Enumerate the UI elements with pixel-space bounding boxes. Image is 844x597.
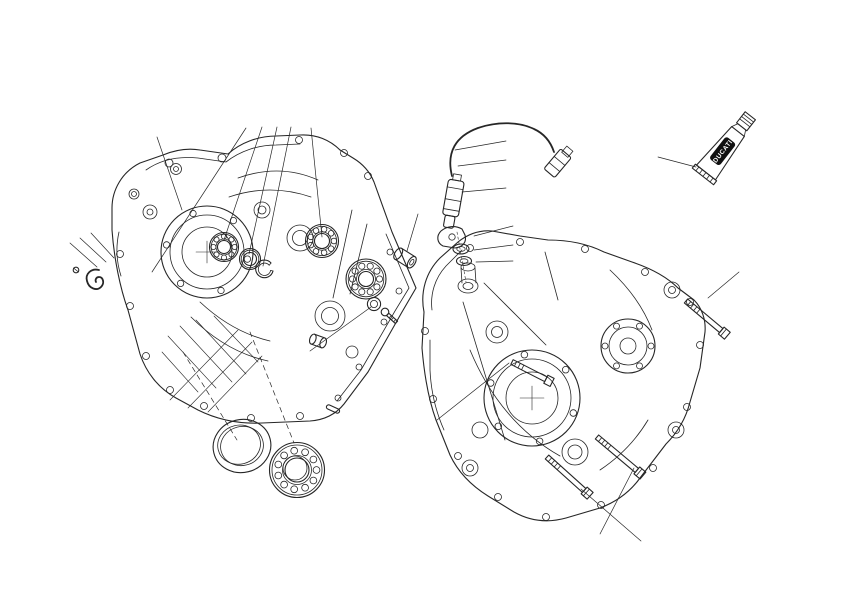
ball-bearing-medium [304,223,340,259]
cable-connector [544,145,574,178]
dowel-pin [325,404,341,414]
sensor-boss [457,262,479,294]
hex-bolt-2 [510,359,555,387]
hex-bolt-1 [683,298,731,340]
sensor-with-cable [442,122,574,229]
bearing-outer-race [212,418,272,474]
assembly-axis-line [456,231,467,283]
roller-bearing [345,258,387,300]
leader-lines-left [69,126,419,444]
leader-lines-right [436,140,740,542]
circlip [255,259,274,279]
grease-tube: DUCATI [691,111,756,186]
spacer-ring [238,247,262,271]
sensor-bracket [437,226,467,249]
left-crankcase-half [111,134,417,424]
hex-bolt-3 [594,434,647,480]
ball-bearing-small [208,231,240,263]
s-hook-clip [85,268,105,290]
screw-small [380,307,399,325]
screw-tiny [72,266,80,274]
ball-bearing-large [268,441,326,499]
rib-hatching [161,315,263,413]
hex-bolt-4 [544,454,594,500]
right-crankcase-half [421,230,706,522]
plug [308,333,328,349]
bushing [393,247,417,269]
washer [366,296,382,312]
